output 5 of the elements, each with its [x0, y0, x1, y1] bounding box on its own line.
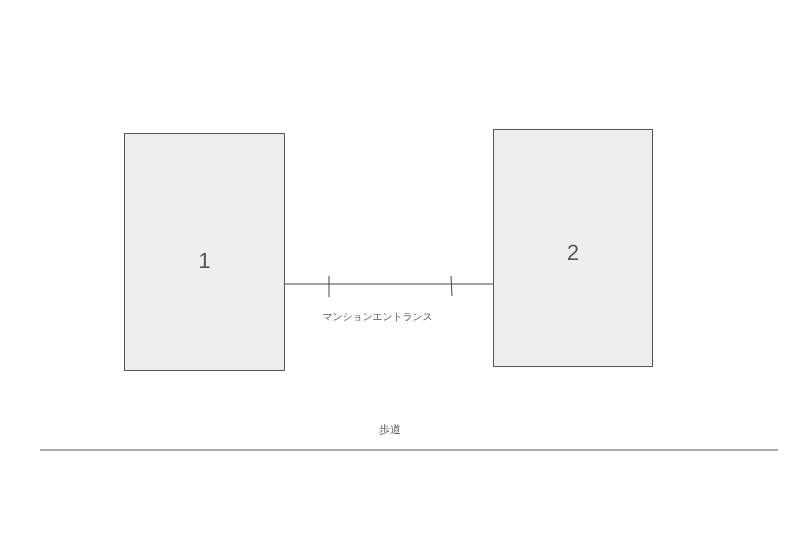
building-number: 2 [566, 239, 580, 267]
sidewalk-label: 歩道 [378, 423, 402, 438]
building-box [493, 129, 653, 367]
building-number: 1 [198, 247, 211, 275]
building-box [124, 133, 285, 371]
